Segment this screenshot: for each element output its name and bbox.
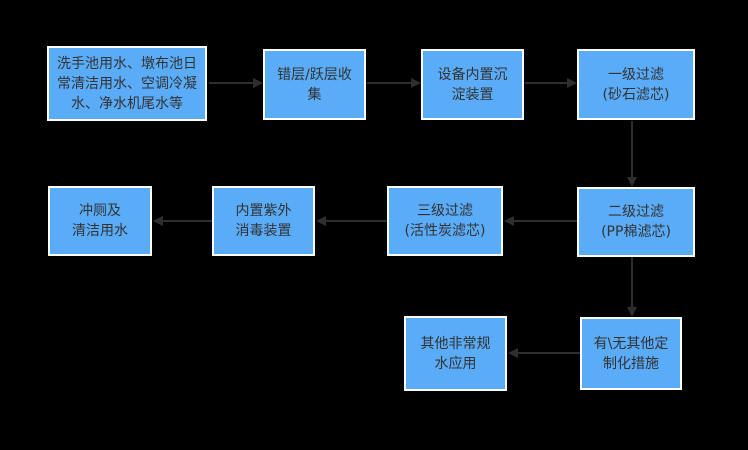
node-split-level-collection-label: 错层/跃层收 集	[277, 66, 352, 103]
node-toilet-cleaning-water-label: 冲厕及 清洁用水	[72, 203, 128, 239]
node-custom-measures: 有\无其他定 制化措施	[580, 317, 682, 390]
node-uv-disinfection: 内置紫外 消毒装置	[212, 186, 315, 256]
node-uv-disinfection-label: 内置紫外 消毒装置	[235, 203, 292, 239]
arrow-custom-measures-to-other-use-icon	[508, 347, 580, 359]
arrow-tertiary-filter-to-uv-icon	[316, 215, 387, 227]
node-primary-filter: 一级过滤 (砂石滤芯)	[577, 49, 695, 120]
node-toilet-cleaning-water: 冲厕及 清洁用水	[48, 186, 152, 256]
arrow-secondary-to-tertiary-filter-icon	[504, 215, 577, 227]
arrow-uv-to-toilet-water-icon	[153, 215, 212, 227]
node-custom-measures-label: 有\无其他定 制化措施	[593, 335, 669, 372]
arrow-primary-to-secondary-filter-icon	[626, 121, 638, 187]
node-tertiary-filter-label: 三级过滤 (活性炭滤芯)	[404, 203, 486, 239]
node-other-water-use: 其他非常规 水应用	[404, 316, 507, 391]
node-tertiary-filter: 三级过滤 (活性炭滤芯)	[387, 186, 503, 256]
node-split-level-collection: 错层/跃层收 集	[263, 49, 366, 120]
node-secondary-filter-label: 二级过滤 (PP棉滤芯)	[601, 204, 671, 240]
node-other-water-use-label: 其他非常规 水应用	[420, 335, 491, 372]
arrow-collection-to-sedimentation-icon	[367, 77, 421, 89]
arrow-sedimentation-to-primary-filter-icon	[525, 77, 577, 89]
node-primary-filter-label: 一级过滤 (砂石滤芯)	[602, 66, 670, 103]
arrow-secondary-filter-to-custom-measures-icon	[626, 257, 638, 317]
node-secondary-filter: 二级过滤 (PP棉滤芯)	[577, 187, 695, 257]
node-built-in-sedimentation: 设备内置沉 淀装置	[421, 49, 524, 120]
node-source-water-label: 洗手池用水、墩布池日 常清洁用水、空调冷凝 水、净水机尾水等	[57, 55, 197, 112]
node-source-water: 洗手池用水、墩布池日 常清洁用水、空调冷凝 水、净水机尾水等	[47, 46, 207, 121]
node-built-in-sedimentation-label: 设备内置沉 淀装置	[437, 66, 508, 103]
arrow-source-to-collection-icon	[209, 77, 263, 89]
